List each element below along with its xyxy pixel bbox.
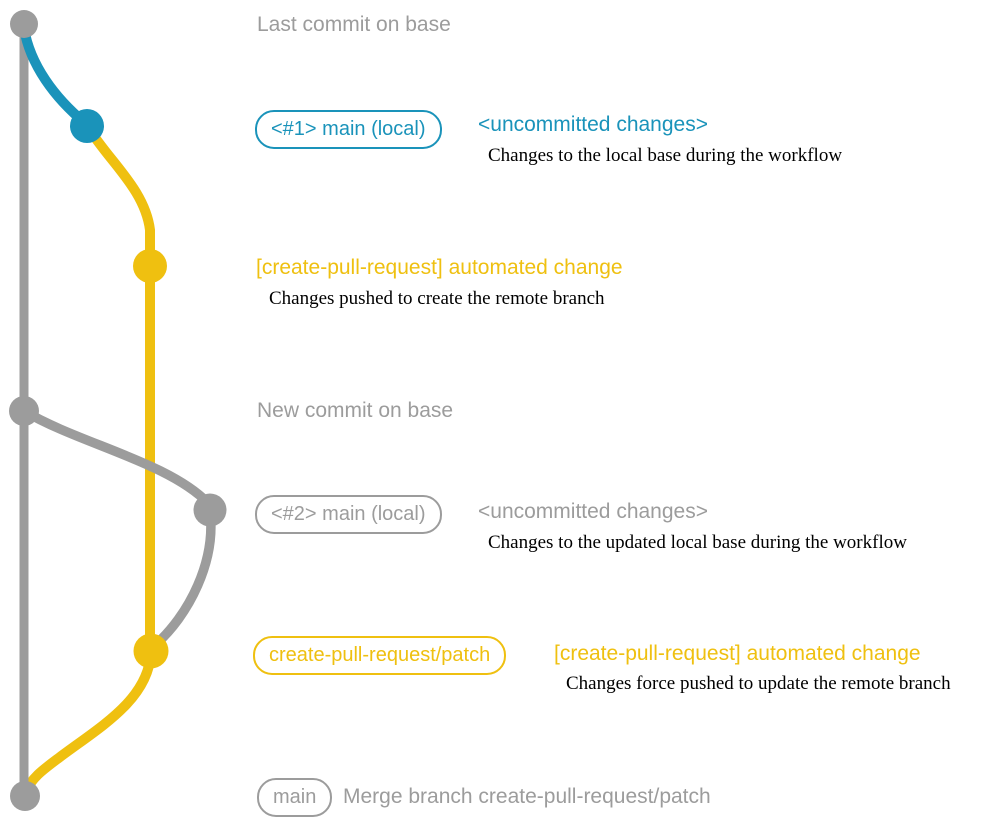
description-automated-change-2: Changes force pushed to update the remot… [566,673,951,694]
heading-automated-change-1: [create-pull-request] automated change [256,256,623,279]
commit-node-new-base [9,396,39,426]
heading-uncommitted-changes-2: <uncommitted changes> [478,500,708,523]
branch-edge-patch-create [85,125,155,656]
heading-uncommitted-changes-1: <uncommitted changes> [478,113,708,136]
heading-merge-branch: Merge branch create-pull-request/patch [343,785,711,808]
description-uncommitted-changes-2: Changes to the updated local base during… [488,532,907,553]
badge-patch-branch-label: create-pull-request/patch [269,644,491,666]
badge-patch-branch: create-pull-request/patch [253,636,507,675]
branch-edge-base-update [19,406,213,508]
badge-main: main [257,778,333,817]
description-automated-change-1: Changes pushed to create the remote bran… [269,288,605,309]
commit-node-patch-2 [133,633,169,669]
label-last-commit-on-base: Last commit on base [257,13,451,36]
commit-node-patch-1 [133,249,167,283]
description-uncommitted-changes-1: Changes to the local base during the wor… [488,145,843,166]
branch-edge-rebase-to-patch [148,507,216,652]
badge-main-local-2-label: <#2> main (local) [271,503,426,525]
branch-edge-patch-merge [21,648,156,797]
commit-node-local-main-2 [193,493,227,527]
badge-main-local-1-label: <#1> main (local) [271,118,426,140]
heading-automated-change-2: [create-pull-request] automated change [554,642,921,665]
badge-main-local-1: <#1> main (local) [255,110,442,149]
commit-node-merge [10,781,40,811]
label-new-commit-on-base: New commit on base [257,399,454,422]
commit-node-local-main-1 [70,109,104,143]
badge-main-local-2: <#2> main (local) [255,495,442,534]
branch-edge-local-main [19,23,90,128]
commit-node-last-base [10,10,38,38]
badge-main-label: main [273,786,317,808]
